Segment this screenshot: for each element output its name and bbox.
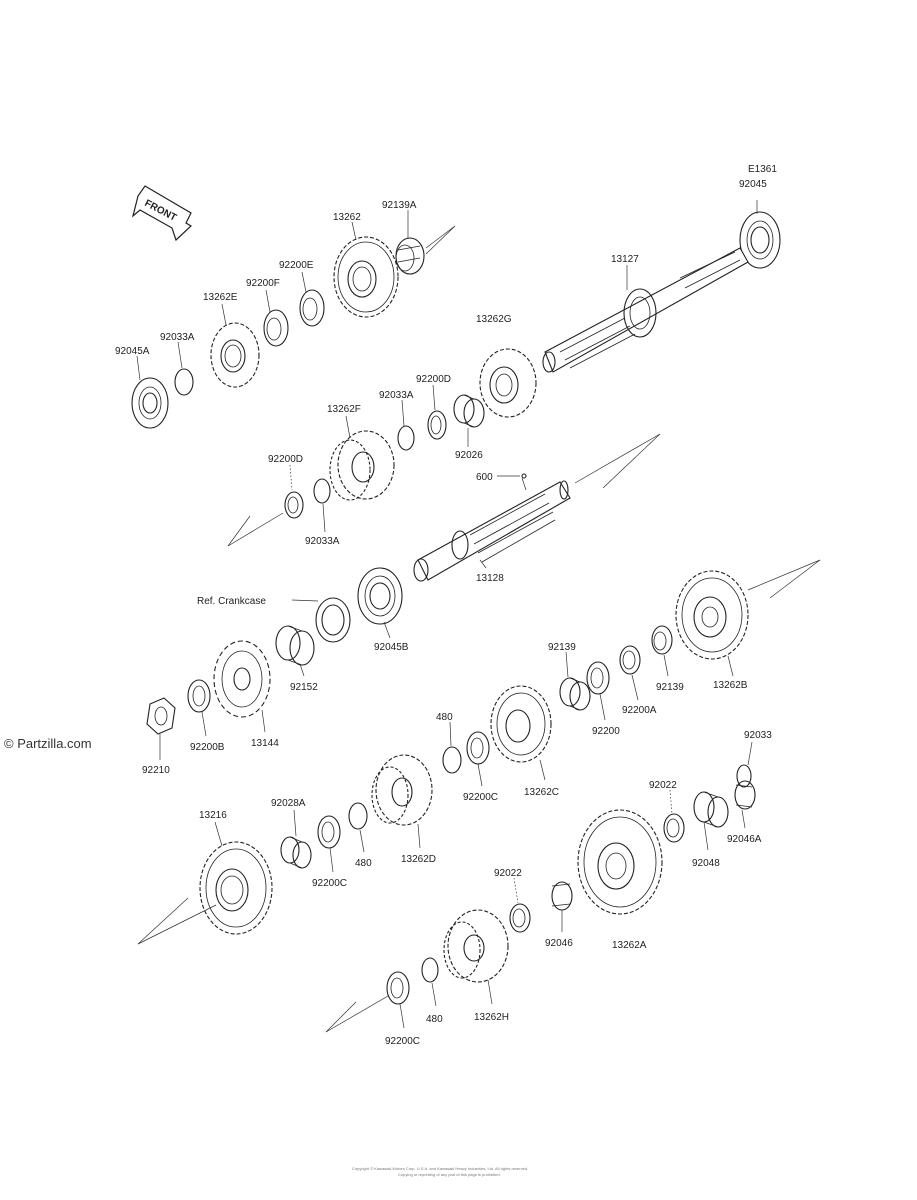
circlip-92033A-2 bbox=[397, 425, 415, 451]
gear-13262B bbox=[675, 570, 749, 660]
bushing-92028A bbox=[280, 836, 312, 869]
nut-92210 bbox=[146, 697, 176, 735]
label-92033: 92033 bbox=[744, 730, 772, 741]
label-92028A: 92028A bbox=[271, 798, 306, 809]
label-92200E: 92200E bbox=[279, 260, 314, 271]
label-480-2: 480 bbox=[355, 858, 372, 869]
label-480-3: 480 bbox=[426, 1014, 443, 1025]
label-92152: 92152 bbox=[290, 682, 318, 693]
label-13216: 13216 bbox=[199, 810, 227, 821]
oil-seal bbox=[315, 597, 351, 643]
gear-13262E bbox=[210, 322, 260, 388]
circlip-480-3 bbox=[421, 957, 439, 983]
washer-92200C-2 bbox=[317, 815, 341, 849]
bearing-92045B bbox=[357, 567, 403, 625]
label-92139-1: 92139 bbox=[548, 642, 576, 653]
collar-92152 bbox=[275, 625, 315, 666]
label-92139-2: 92139 bbox=[656, 682, 684, 693]
label-92033A-1: 92033A bbox=[160, 332, 195, 343]
label-92048: 92048 bbox=[692, 858, 720, 869]
label-92200C-1: 92200C bbox=[463, 792, 498, 803]
footer-copyright-line2: Copying or reprinting of any part of thi… bbox=[398, 1172, 501, 1177]
label-13262: 13262 bbox=[333, 212, 361, 223]
label-92200: 92200 bbox=[592, 726, 620, 737]
label-600: 600 bbox=[476, 472, 493, 483]
label-92045: 92045 bbox=[739, 179, 767, 190]
label-92045B: 92045B bbox=[374, 642, 409, 653]
label-13262F: 13262F bbox=[327, 404, 361, 415]
label-92210: 92210 bbox=[142, 765, 170, 776]
washer-92200E bbox=[299, 289, 325, 327]
label-92139A: 92139A bbox=[382, 200, 417, 211]
label-92033A-2: 92033A bbox=[379, 390, 414, 401]
label-13128: 13128 bbox=[476, 573, 504, 584]
label-92200F: 92200F bbox=[246, 278, 280, 289]
washer-92022-2 bbox=[509, 903, 531, 933]
sprocket-13144 bbox=[213, 640, 271, 718]
needle-bearing-92046A bbox=[734, 780, 756, 810]
washer-92200C-1 bbox=[466, 731, 490, 765]
label-92200B: 92200B bbox=[190, 742, 225, 753]
gear-13216 bbox=[199, 841, 273, 935]
bearing-92045 bbox=[739, 211, 781, 269]
gear-13262 bbox=[333, 236, 399, 318]
label-92046A: 92046A bbox=[727, 834, 762, 845]
needle-bearing-92139-2 bbox=[651, 625, 673, 655]
label-92200A: 92200A bbox=[622, 705, 657, 716]
label-92045A: 92045A bbox=[115, 346, 150, 357]
label-13262D: 13262D bbox=[401, 854, 436, 865]
front-arrow-icon: FRONT bbox=[131, 185, 192, 242]
bushing-92026 bbox=[453, 394, 485, 428]
label-92200C-3: 92200C bbox=[385, 1036, 420, 1047]
gear-13262D bbox=[371, 754, 433, 826]
label-92200D-1: 92200D bbox=[416, 374, 451, 385]
gear-13262A bbox=[577, 809, 663, 915]
label-92022-1: 92022 bbox=[649, 780, 677, 791]
gear-13262C bbox=[490, 685, 552, 763]
circlip-92033 bbox=[736, 764, 752, 788]
label-13262E: 13262E bbox=[203, 292, 238, 303]
gear-13262F bbox=[329, 430, 395, 501]
washer-92200 bbox=[586, 661, 610, 695]
footer-copyright-line1: Copyright © Kawasaki Motors Corp. U.S.A.… bbox=[352, 1166, 528, 1171]
label-13262A: 13262A bbox=[612, 940, 647, 951]
label-13262H: 13262H bbox=[474, 1012, 509, 1023]
circlip-92033A-3 bbox=[313, 478, 331, 504]
label-92026: 92026 bbox=[455, 450, 483, 461]
washer-92200D-1 bbox=[427, 410, 447, 440]
shaft-13127 bbox=[542, 247, 749, 373]
gear-13262G bbox=[479, 348, 537, 418]
label-92200C-2: 92200C bbox=[312, 878, 347, 889]
label-480-1: 480 bbox=[436, 712, 453, 723]
label-92046: 92046 bbox=[545, 938, 573, 949]
circlip-480-1 bbox=[442, 746, 462, 774]
circlip-480-2 bbox=[348, 802, 368, 830]
label-13144: 13144 bbox=[251, 738, 279, 749]
washer-92200B bbox=[187, 679, 211, 713]
label-13262B: 13262B bbox=[713, 680, 748, 691]
label-13127: 13127 bbox=[611, 254, 639, 265]
label-e1361: E1361 bbox=[748, 164, 777, 175]
shaft-13128 bbox=[413, 480, 571, 582]
label-92033A-3: 92033A bbox=[305, 536, 340, 547]
needle-bearing-92046 bbox=[551, 881, 573, 911]
label-13262C: 13262C bbox=[524, 787, 559, 798]
washer-92200F bbox=[263, 309, 289, 347]
bearing-92045A bbox=[131, 377, 169, 429]
needle-bearing-92139A bbox=[395, 237, 425, 275]
collar-92048 bbox=[693, 791, 729, 828]
watermark: © Partzilla.com bbox=[4, 736, 92, 751]
label-13262G: 13262G bbox=[476, 314, 512, 325]
washer-92200A bbox=[619, 645, 641, 675]
ref-crankcase-label: Ref. Crankcase bbox=[197, 596, 266, 607]
washer-92200D-2 bbox=[284, 491, 304, 519]
washer-92022-1 bbox=[663, 813, 685, 843]
label-92200D-2: 92200D bbox=[268, 454, 303, 465]
washer-92200C-3 bbox=[386, 971, 410, 1005]
gear-13262H bbox=[443, 909, 509, 983]
needle-bearing-92139-1 bbox=[559, 677, 591, 711]
circlip-92033A-1 bbox=[174, 368, 194, 396]
label-92022-2: 92022 bbox=[494, 868, 522, 879]
